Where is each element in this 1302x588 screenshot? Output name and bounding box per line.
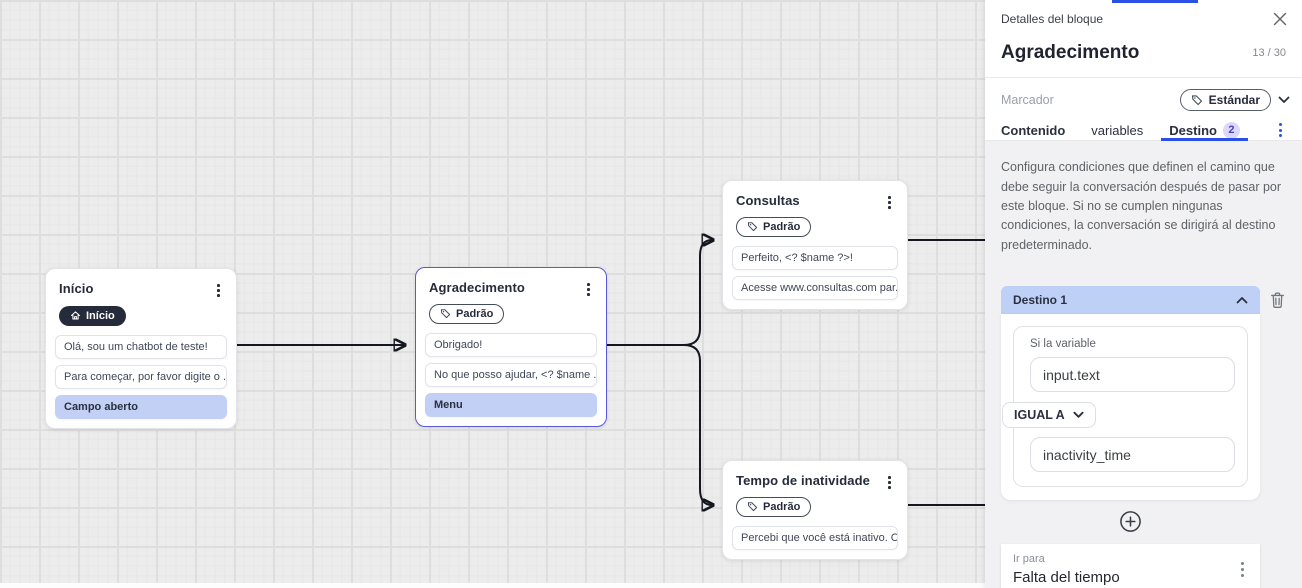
tab-variables[interactable]: variables <box>1091 122 1144 138</box>
node-agradecimento[interactable]: Agradecimento Padrão Obrigado! No que po… <box>415 267 607 428</box>
flow-canvas[interactable]: Início Início Olá, sou um chatbot de tes… <box>0 0 985 588</box>
destination-count-badge: 2 <box>1222 121 1240 139</box>
menu-row[interactable]: Menu <box>425 393 597 418</box>
variable-input[interactable] <box>1030 357 1235 393</box>
edge-agradecimento-tempo <box>607 344 712 505</box>
char-counter: 13 / 30 <box>1252 47 1286 59</box>
home-icon <box>70 311 81 320</box>
close-icon[interactable] <box>1272 11 1288 27</box>
node-title: Tempo de inatividade <box>736 473 870 488</box>
tab-destino-label: Destino <box>1169 122 1217 138</box>
node-title: Agradecimento <box>429 280 525 295</box>
operator-select[interactable]: IGUAL A <box>1002 402 1096 429</box>
open-field-row[interactable]: Campo aberto <box>55 395 227 420</box>
destination-1-header[interactable]: Destino 1 <box>1001 286 1260 315</box>
marker-badge: Padrão <box>429 303 505 324</box>
message-row[interactable]: Perfeito, <? $name ?>! <box>732 246 898 271</box>
tag-icon <box>440 309 451 319</box>
goto-destination-row[interactable]: Ir para Falta del tiempo <box>1001 544 1260 588</box>
message-row[interactable]: Olá, sou um chatbot de teste! <box>55 335 227 360</box>
message-row[interactable]: No que posso ajudar, <? $name ... <box>425 363 597 388</box>
message-row[interactable]: Obrigado! <box>425 333 597 358</box>
condition-group: Si la variable IGUAL A <box>1002 326 1248 488</box>
operator-label: IGUAL A <box>1014 408 1065 423</box>
tag-icon <box>1191 95 1202 106</box>
canvas-bottom-bar <box>0 583 985 588</box>
goto-kebab-menu-icon[interactable] <box>1237 559 1248 579</box>
tab-contenido[interactable]: Contenido <box>1001 122 1066 138</box>
marker-value: Estándar <box>1208 93 1260 107</box>
node-inicio[interactable]: Início Início Olá, sou um chatbot de tes… <box>45 268 237 430</box>
destination-1-title: Destino 1 <box>1013 293 1068 308</box>
block-details-panel: Detalles del bloque Agradecimento 13 / 3… <box>985 0 1302 588</box>
top-tab-indicator <box>1112 0 1198 3</box>
message-row[interactable]: Acesse www.consultas.com par... <box>732 276 898 301</box>
tabs-kebab-menu-icon[interactable] <box>1275 120 1286 140</box>
destination-1-accordion: Destino 1 Si la variable IGUAL A <box>1001 286 1260 588</box>
tag-icon <box>747 502 758 512</box>
chevron-down-icon <box>1073 411 1084 418</box>
badge-label: Padrão <box>456 307 494 320</box>
tag-icon <box>747 222 758 232</box>
marker-select[interactable]: Estándar <box>1179 89 1271 111</box>
chevron-down-icon[interactable] <box>1278 96 1290 104</box>
badge-label: Início <box>86 309 115 322</box>
goto-label: Ir para <box>1013 553 1045 566</box>
panel-title: Detalles del bloque <box>1001 12 1104 26</box>
kebab-menu-icon[interactable] <box>583 280 594 299</box>
node-tempo-inatividade[interactable]: Tempo de inatividade Padrão Percebi que … <box>722 460 908 561</box>
tab-destino[interactable]: Destino 2 <box>1161 120 1248 142</box>
kebab-menu-icon[interactable] <box>884 473 895 492</box>
message-row[interactable]: Para começar, por favor digite o ... <box>55 365 227 390</box>
block-name[interactable]: Agradecimento <box>1001 42 1140 63</box>
chevron-up-icon[interactable] <box>1236 296 1248 304</box>
destination-description: Configura condiciones que definen el cam… <box>1001 160 1282 252</box>
node-title: Consultas <box>736 193 800 208</box>
panel-tabs: Contenido variables Destino 2 <box>985 120 1302 142</box>
badge-label: Padrão <box>763 220 801 233</box>
condition-label: Si la variable <box>1030 338 1096 351</box>
trash-icon[interactable] <box>1269 291 1286 309</box>
add-condition-icon[interactable] <box>1119 510 1142 533</box>
kebab-menu-icon[interactable] <box>884 193 895 212</box>
badge-label: Padrão <box>763 500 801 513</box>
marker-badge: Padrão <box>736 216 812 237</box>
marker-label: Marcador <box>1001 93 1054 107</box>
start-badge: Início <box>59 305 126 326</box>
node-title: Início <box>59 281 94 296</box>
goto-value: Falta del tiempo <box>1013 569 1120 587</box>
destination-tab-content: Configura condiciones que definen el cam… <box>985 141 1302 588</box>
compare-value-input[interactable] <box>1030 437 1235 473</box>
edge-agradecimento-consultas <box>607 240 712 346</box>
marker-badge: Padrão <box>736 496 812 517</box>
node-consultas[interactable]: Consultas Padrão Perfeito, <? $name ?>! … <box>722 180 908 311</box>
kebab-menu-icon[interactable] <box>213 281 224 300</box>
message-row[interactable]: Percebi que você está inativo. C... <box>732 526 898 551</box>
